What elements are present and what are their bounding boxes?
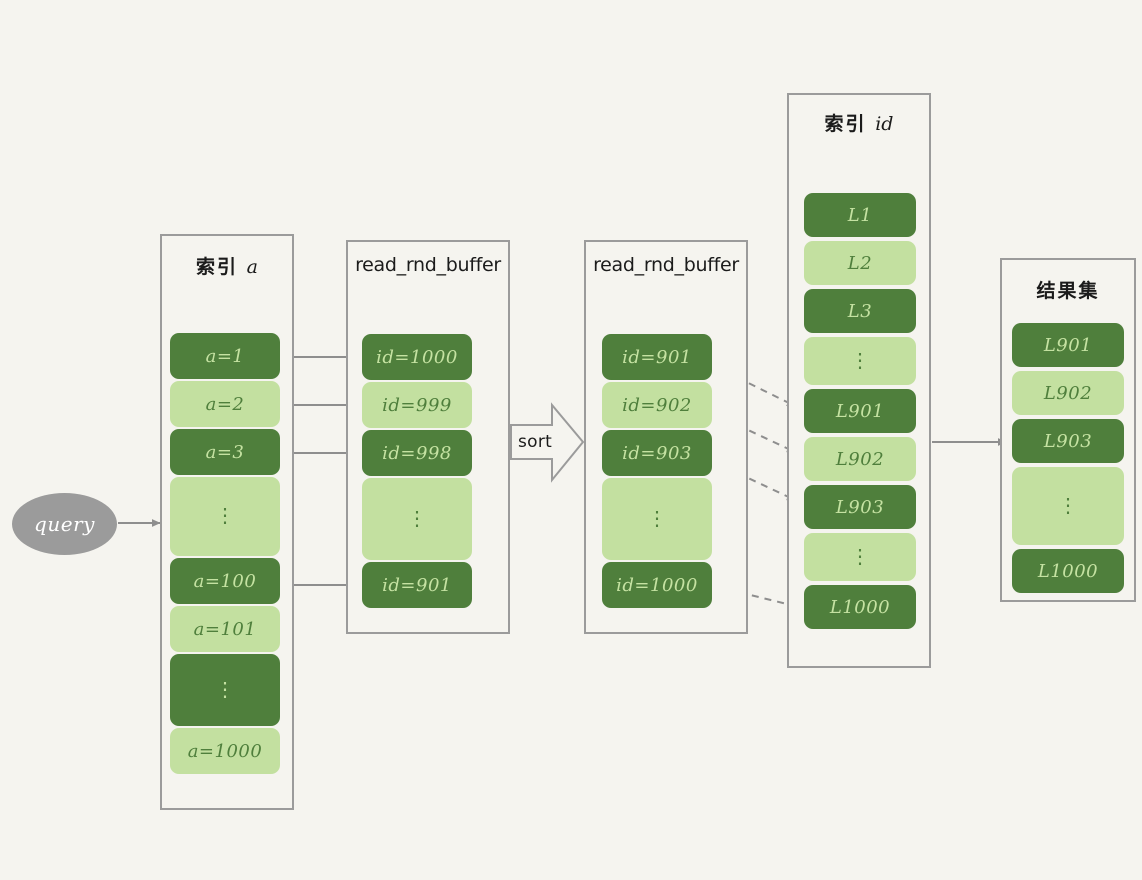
cell-index-id-1[interactable]: L2	[804, 241, 916, 285]
cell-buffer1-1[interactable]: id=999	[362, 382, 472, 428]
cell-label: a=101	[193, 618, 257, 640]
cell-index-a-5[interactable]: a=101	[170, 606, 280, 652]
panel-index-a-title-cn: 索引	[196, 256, 239, 278]
cell-index-id-7[interactable]: ⋮	[804, 533, 916, 581]
panel-index-id-title-cn: 索引	[824, 113, 867, 135]
cell-label: L903	[1043, 430, 1093, 452]
cell-buffer1-2[interactable]: id=998	[362, 430, 472, 476]
query-label: query	[34, 512, 95, 536]
cell-label: id=903	[622, 442, 692, 464]
cell-ellipsis: ⋮	[1058, 492, 1078, 517]
cell-index-id-4[interactable]: L901	[804, 389, 916, 433]
cell-index-a-7[interactable]: a=1000	[170, 728, 280, 774]
cell-index-a-0[interactable]: a=1	[170, 333, 280, 379]
panel-result-set-title-cn: 结果集	[1036, 280, 1100, 302]
cell-label: L903	[835, 496, 885, 518]
cell-label: L2	[847, 252, 873, 274]
cell-buffer2-3[interactable]: ⋮	[602, 478, 712, 560]
cell-ellipsis: ⋮	[215, 503, 235, 527]
sort-label: sort	[518, 432, 553, 452]
cell-index-a-3[interactable]: ⋮	[170, 477, 280, 556]
panel-index-id-title: 索引 id	[789, 109, 929, 136]
cell-buffer1-0[interactable]: id=1000	[362, 334, 472, 380]
cell-index-id-5[interactable]: L902	[804, 437, 916, 481]
cell-buffer2-1[interactable]: id=902	[602, 382, 712, 428]
cell-index-a-2[interactable]: a=3	[170, 429, 280, 475]
cell-result-1[interactable]: L902	[1012, 371, 1124, 415]
cell-ellipsis: ⋮	[850, 347, 870, 372]
cell-buffer1-3[interactable]: ⋮	[362, 478, 472, 560]
cell-result-3[interactable]: ⋮	[1012, 467, 1124, 545]
cell-label: L3	[847, 300, 873, 322]
cell-label: L1000	[1037, 560, 1099, 582]
cell-index-id-6[interactable]: L903	[804, 485, 916, 529]
panel-read-rnd-buffer-2-title: read_rnd_buffer	[593, 254, 739, 276]
cell-buffer2-0[interactable]: id=901	[602, 334, 712, 380]
cell-ellipsis: ⋮	[647, 505, 667, 530]
cell-label: id=998	[382, 442, 452, 464]
cell-label: L1000	[829, 596, 891, 618]
cell-label: id=901	[622, 346, 692, 368]
cell-index-id-8[interactable]: L1000	[804, 585, 916, 629]
cell-result-2[interactable]: L903	[1012, 419, 1124, 463]
cell-result-4[interactable]: L1000	[1012, 549, 1124, 593]
query-node[interactable]: query	[12, 493, 117, 555]
cell-label: a=100	[193, 570, 257, 592]
cell-label: a=2	[205, 393, 245, 415]
cell-ellipsis: ⋮	[850, 543, 870, 568]
cell-index-a-4[interactable]: a=100	[170, 558, 280, 604]
cell-label: id=1000	[376, 346, 458, 368]
cell-index-a-6[interactable]: ⋮	[170, 654, 280, 726]
panel-index-a-title-lat: a	[246, 256, 258, 278]
cell-result-0[interactable]: L901	[1012, 323, 1124, 367]
cell-label: L901	[835, 400, 885, 422]
cell-label: L902	[835, 448, 885, 470]
cell-buffer1-4[interactable]: id=901	[362, 562, 472, 608]
cell-label: a=1	[205, 345, 245, 367]
panel-read-rnd-buffer-1-title: read_rnd_buffer	[355, 254, 501, 276]
cell-index-id-0[interactable]: L1	[804, 193, 916, 237]
cell-label: a=1000	[187, 740, 263, 762]
cell-buffer2-4[interactable]: id=1000	[602, 562, 712, 608]
cell-label: L902	[1043, 382, 1093, 404]
cell-index-a-1[interactable]: a=2	[170, 381, 280, 427]
cell-buffer2-2[interactable]: id=903	[602, 430, 712, 476]
cell-label: id=999	[382, 394, 452, 416]
cell-label: L901	[1043, 334, 1093, 356]
panel-index-id-title-lat: id	[875, 113, 894, 135]
cell-label: id=901	[382, 574, 452, 596]
cell-ellipsis: ⋮	[407, 505, 427, 530]
panel-index-a-title: 索引 a	[162, 252, 292, 279]
cell-label: L1	[847, 204, 873, 226]
cell-label: id=1000	[616, 574, 698, 596]
panel-result-set-title: 结果集	[1002, 276, 1134, 303]
cell-label: a=3	[205, 441, 245, 463]
cell-index-id-3[interactable]: ⋮	[804, 337, 916, 385]
cell-index-id-2[interactable]: L3	[804, 289, 916, 333]
cell-ellipsis: ⋮	[215, 676, 235, 701]
cell-label: id=902	[622, 394, 692, 416]
